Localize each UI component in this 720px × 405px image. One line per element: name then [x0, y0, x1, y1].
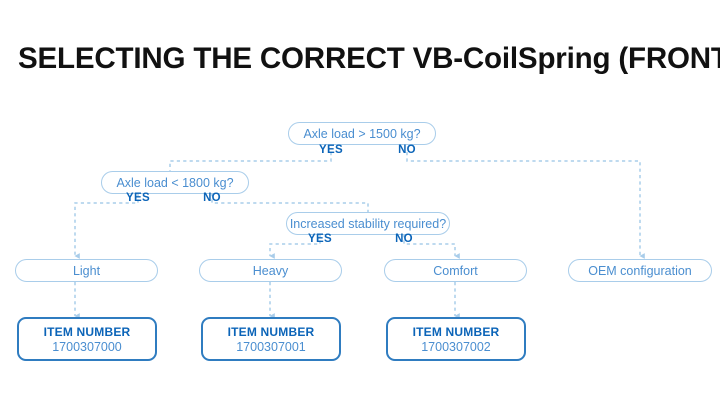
wire-d1-no	[406, 152, 645, 259]
item-number-box-comfort[interactable]: ITEM NUMBER 1700307002	[386, 317, 526, 361]
item-number-box-heavy[interactable]: ITEM NUMBER 1700307001	[201, 317, 341, 361]
branch-label-d1-no: NO	[398, 144, 416, 156]
item-number-box-light[interactable]: ITEM NUMBER 1700307000	[17, 317, 157, 361]
result-label: OEM configuration	[588, 263, 692, 278]
branch-label-d3-no: NO	[395, 233, 413, 245]
result-box-light[interactable]: Light	[15, 259, 158, 282]
result-label: Heavy	[252, 263, 289, 278]
branch-label-d2-no: NO	[203, 192, 221, 204]
result-box-heavy[interactable]: Heavy	[199, 259, 342, 282]
result-label: Light	[72, 263, 101, 278]
decision-label: Axle load > 1500 kg?	[303, 126, 421, 141]
decision-box-axle-load-1800[interactable]: Axle load < 1800 kg?	[101, 171, 249, 194]
item-number-value: 1700307002	[421, 339, 491, 354]
item-number-value: 1700307000	[52, 339, 122, 354]
branch-label-d1-yes: YES	[319, 144, 343, 156]
result-box-oem-configuration[interactable]: OEM configuration	[568, 259, 712, 282]
decision-label: Increased stability required?	[289, 216, 447, 231]
decision-label: Axle load < 1800 kg?	[116, 175, 234, 190]
item-number-title: ITEM NUMBER	[227, 324, 315, 339]
page-title: SELECTING THE CORRECT VB-CoilSpring (FRO…	[18, 42, 720, 75]
branch-label-d3-yes: YES	[308, 233, 332, 245]
item-number-title: ITEM NUMBER	[43, 324, 131, 339]
item-number-title: ITEM NUMBER	[412, 324, 500, 339]
result-label: Comfort	[433, 263, 478, 278]
item-number-value: 1700307001	[236, 339, 306, 354]
decision-box-increased-stability[interactable]: Increased stability required?	[286, 212, 450, 235]
decision-box-axle-load-1500[interactable]: Axle load > 1500 kg?	[288, 122, 436, 145]
result-box-comfort[interactable]: Comfort	[384, 259, 527, 282]
branch-label-d2-yes: YES	[126, 192, 150, 204]
